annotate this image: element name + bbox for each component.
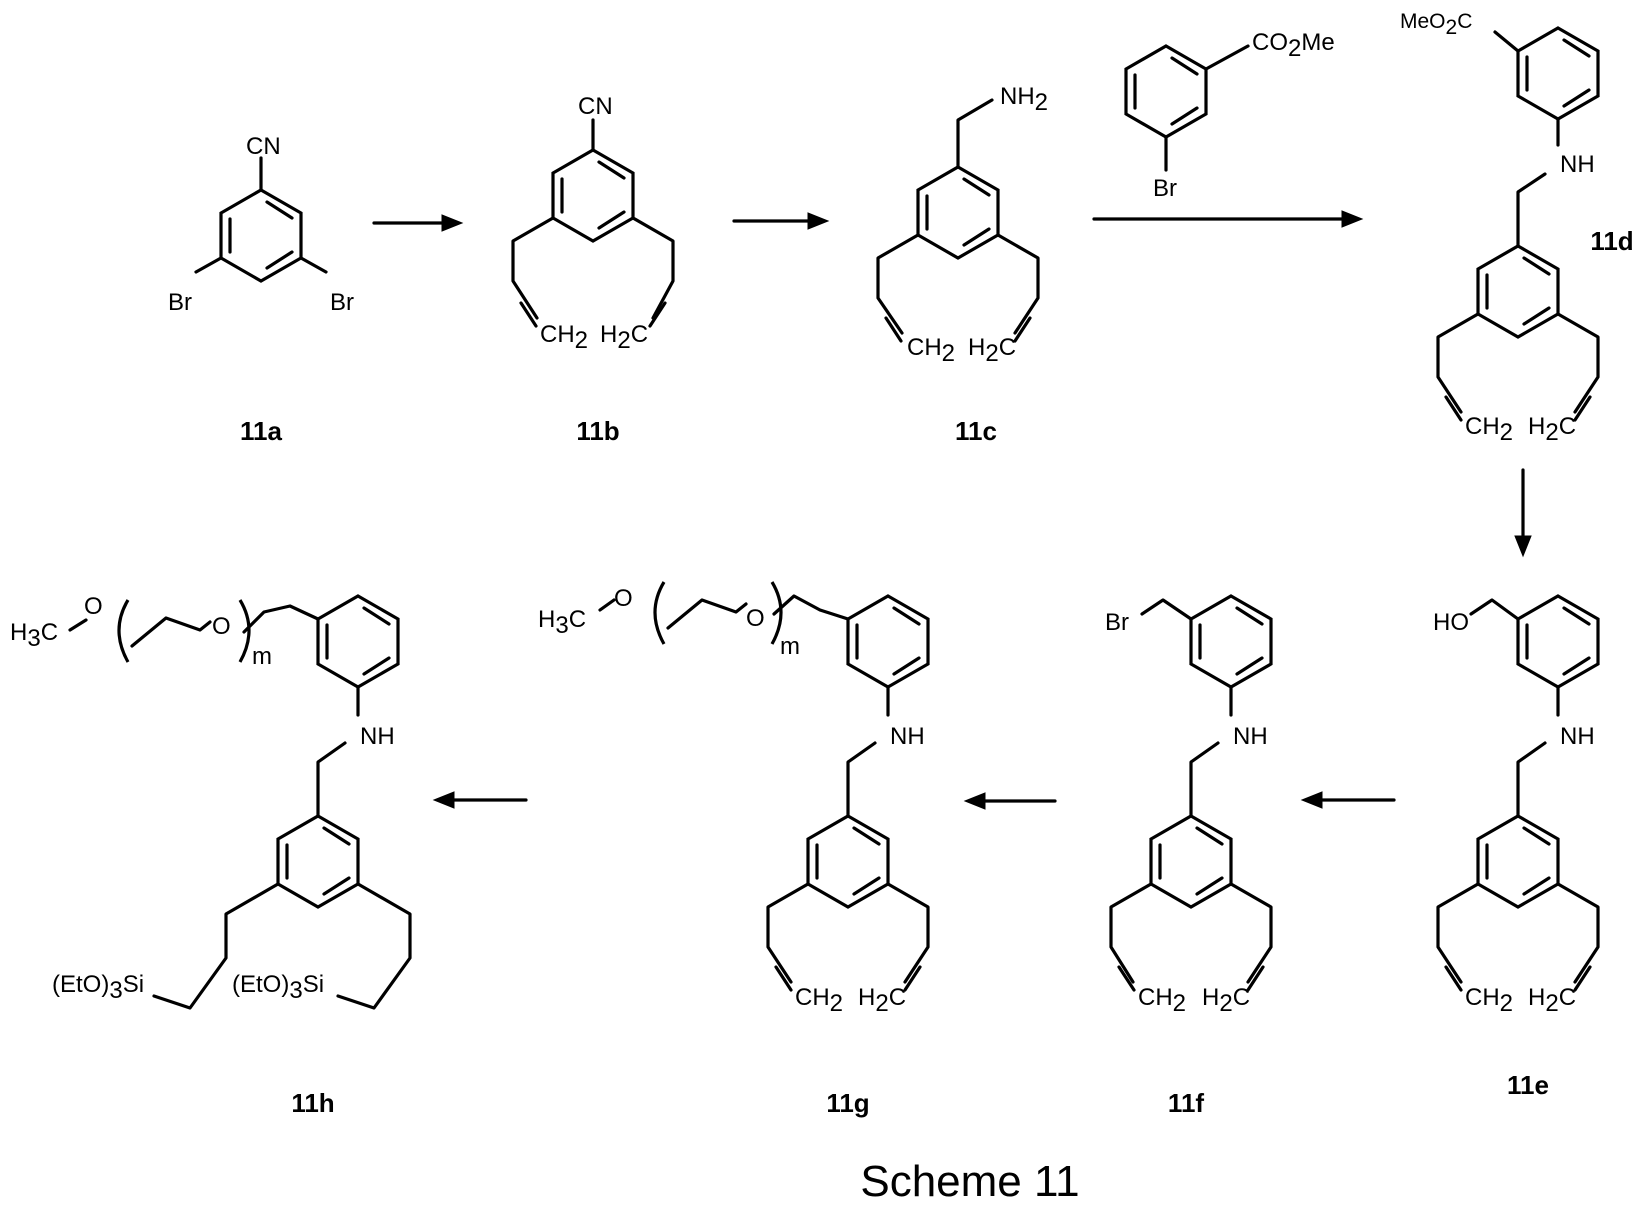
- nh-label: NH: [360, 723, 395, 750]
- reaction-arrow-1: [374, 215, 462, 231]
- reagent-bromo-label: Br: [1153, 175, 1177, 202]
- reaction-arrow-2: [734, 213, 828, 229]
- silane-right-label: (EtO)3Si: [232, 971, 324, 1004]
- bromomethyl-label: Br: [1105, 609, 1129, 636]
- vinyl-left-label: CH2: [795, 984, 843, 1017]
- compound-11d-structure: MeO2C NH CH2 H2C: [1400, 10, 1598, 446]
- hydroxyl-label: HO: [1433, 609, 1469, 636]
- compound-11g-label: 11g: [826, 1088, 869, 1118]
- reaction-arrow-5: [1302, 792, 1394, 808]
- scheme-title: Scheme 11: [860, 1157, 1079, 1206]
- repeat-unit-label: m: [780, 633, 800, 660]
- bromo-left-label: Br: [168, 289, 192, 316]
- compound-11d-label: 11d: [1590, 226, 1633, 256]
- amine-label: NH2: [1000, 83, 1048, 116]
- cyano-label: CN: [578, 93, 613, 120]
- nh-label: NH: [1233, 723, 1268, 750]
- reaction-arrow-4: [1515, 470, 1531, 556]
- compound-11f-label: 11f: [1168, 1088, 1204, 1118]
- compound-11b-structure: CN CH2 H2C: [513, 93, 673, 354]
- vinyl-right-label: H2C: [858, 984, 906, 1017]
- vinyl-right-label: H2C: [1528, 984, 1576, 1017]
- vinyl-right-label: H2C: [1202, 984, 1250, 1017]
- ether-oxygen-1-label: O: [84, 593, 103, 620]
- compound-11c-label: 11c: [955, 416, 997, 446]
- compound-11e-structure: HO NH CH2 H2C: [1433, 596, 1598, 1017]
- compound-11a-label: 11a: [240, 416, 282, 446]
- methoxy-label: H3C: [10, 619, 58, 652]
- reagent-structure: CO2Me Br: [1126, 29, 1335, 202]
- nh-label: NH: [890, 723, 925, 750]
- reaction-arrow-3: [1094, 211, 1362, 227]
- reaction-arrow-7: [434, 792, 526, 808]
- ether-oxygen-1-label: O: [614, 585, 633, 612]
- reagent-ester-label: CO2Me: [1252, 29, 1335, 62]
- reaction-arrow-6: [965, 793, 1055, 809]
- vinyl-left-label: CH2: [907, 334, 955, 367]
- vinyl-left-label: CH2: [1138, 984, 1186, 1017]
- bromo-right-label: Br: [330, 289, 354, 316]
- compound-11a-structure: CN Br Br: [168, 133, 354, 316]
- silane-left-label: (EtO)3Si: [52, 971, 144, 1004]
- nh-label: NH: [1560, 723, 1595, 750]
- ester-label: MeO2C: [1400, 10, 1472, 39]
- nh-label: NH: [1560, 151, 1595, 178]
- methoxy-label: H3C: [538, 606, 586, 639]
- compound-11e-label: 11e: [1507, 1070, 1549, 1100]
- ether-oxygen-2-label: O: [212, 613, 231, 640]
- vinyl-right-label: H2C: [1528, 413, 1576, 446]
- compound-11c-structure: NH2 CH2 H2C: [878, 83, 1048, 367]
- vinyl-right-label: H2C: [968, 334, 1016, 367]
- compound-11g-structure: H3C O O m NH CH2 H2C: [538, 582, 928, 1017]
- compound-11h-label: 11h: [291, 1088, 334, 1118]
- vinyl-left-label: CH2: [540, 321, 588, 354]
- compound-11f-structure: Br NH CH2 H2C: [1105, 596, 1271, 1017]
- compound-11h-structure: H3C O O m NH (EtO)3Si (EtO)3Si: [10, 593, 410, 1008]
- vinyl-right-label: H2C: [600, 321, 648, 354]
- cyano-label: CN: [246, 133, 281, 160]
- repeat-unit-label: m: [252, 643, 272, 670]
- compound-11b-label: 11b: [576, 416, 619, 446]
- vinyl-left-label: CH2: [1465, 413, 1513, 446]
- ether-oxygen-2-label: O: [746, 605, 765, 632]
- vinyl-left-label: CH2: [1465, 984, 1513, 1017]
